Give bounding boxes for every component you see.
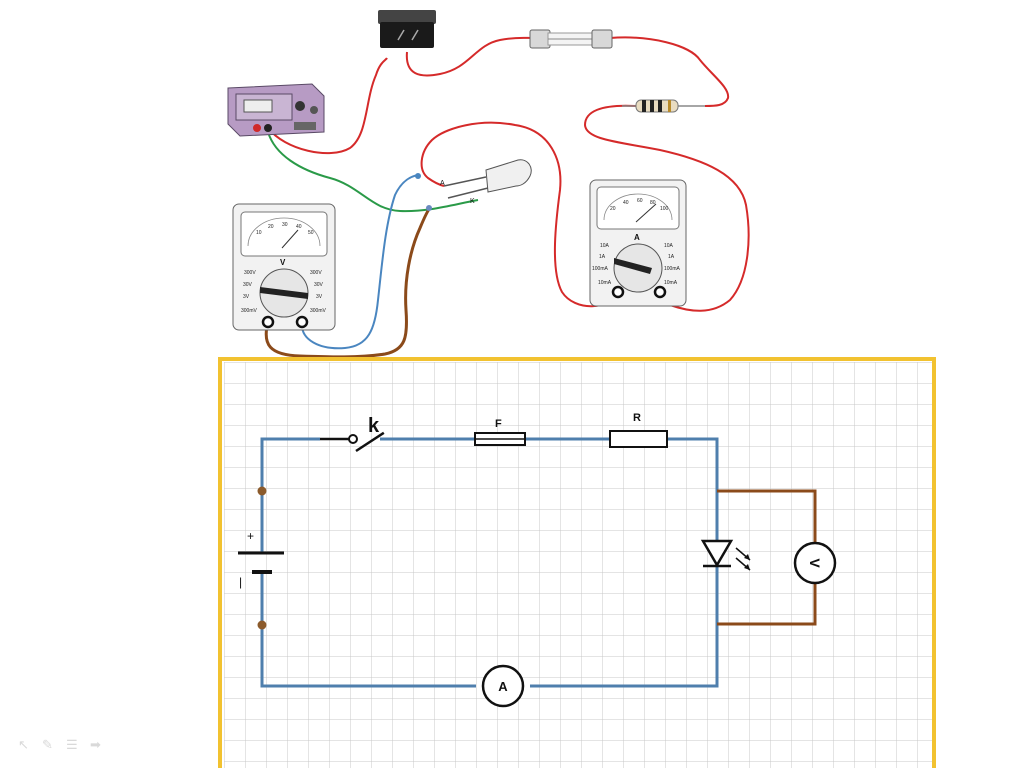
voltmeter-scale-5: 50 [308,230,314,236]
probe-clip-blue [415,173,421,179]
ammeter-range-knob [614,258,652,274]
voltmeter-terminal-1 [261,315,275,329]
next-icon[interactable]: ➡ [90,737,101,752]
ammeter-range-left-2: 1A [599,254,606,260]
voltmeter-scale-1: 10 [256,230,262,236]
ammeter-symbol-circle: A [481,664,525,708]
battery-node-top [257,486,267,496]
battery-minus-label: | [239,575,242,589]
voltmeter-needle [281,229,299,249]
wire-ammeter-battery [260,626,476,688]
voltmeter-lead-bottom [717,584,817,626]
voltmeter-symbol: V [280,258,286,267]
schematic-board: + | k F R [218,357,936,768]
switch-label: k [368,415,380,437]
pointer-icon[interactable]: ↖ [18,737,29,752]
voltmeter-range-left-2: 30V [243,282,253,288]
green-wire-supply-to-cathode [267,131,479,213]
pen-icon[interactable]: ✎ [42,737,53,752]
ammeter-range-right-3: 100mA [664,266,681,272]
red-wire-switch-to-fuse [405,36,533,77]
voltmeter-lead-top [717,489,817,542]
power-supply [227,83,325,137]
led-symbol [700,539,751,571]
probe-clip-brown [426,205,432,211]
voltmeter-range-right-3: 3V [316,294,323,300]
ammeter-range-right-2: 1A [668,254,675,260]
ammeter-terminal-2 [653,285,667,299]
resistor-symbol: R [609,412,668,448]
switch-symbol: k [320,415,385,453]
wire-led-ammeter [530,566,719,688]
led-anode-label: A [440,180,445,187]
voltmeter-range-knob [260,287,308,299]
schematic-ammeter-label: A [498,679,508,694]
glass-fuse [529,29,613,49]
battery-plus-label: + [247,529,254,543]
rocker-switch [378,10,436,48]
ammeter-terminal-1 [611,285,625,299]
battery-node-bottom [257,620,267,630]
voltmeter-range-right-1: 300V [310,270,322,276]
wiring-illustration: A K 10 20 30 40 50 V 300V 30V 3V 300mV 3… [227,10,750,359]
resistor-label: R [633,412,641,424]
ammeter-range-left-4: 10mA [598,280,612,286]
voltmeter-symbol-circle: V [793,541,837,585]
voltmeter-range-left-4: 300mV [241,308,258,314]
ammeter-symbol: A [634,233,640,242]
fuse-symbol: F [474,418,526,446]
voltmeter-range-left-1: 300V [244,270,256,276]
voltmeter-range-right-2: 30V [314,282,324,288]
voltmeter-device: 10 20 30 40 50 V 300V 30V 3V 300mV 300V … [232,203,336,331]
resistor-component [622,99,705,113]
fuse-label: F [495,418,502,430]
supply-positive-terminal [253,124,261,132]
red-wire-ammeter-to-led [420,121,619,308]
ammeter-scale-5: 100 [660,206,669,212]
voltmeter-scale-2: 20 [268,224,274,230]
ammeter-scale-3: 60 [637,198,643,204]
voltmeter-terminal-2 [295,315,309,329]
ammeter-scale-2: 40 [623,200,629,206]
ammeter-range-right-1: 10A [664,243,674,249]
ammeter-range-left-3: 100mA [592,266,609,272]
schematic-voltmeter-label: V [807,558,823,568]
brown-wire-voltmeter-probe [264,206,432,359]
wire-left-top [260,437,320,498]
wire-resistor-led [667,437,719,540]
ammeter-range-right-4: 10mA [664,280,678,286]
led-component: A K [415,159,532,211]
red-wire-supply-to-switch [267,57,388,155]
board-frame [218,357,936,768]
menu-icon[interactable]: ☰ [66,737,78,752]
ammeter-range-left-1: 10A [600,243,610,249]
ammeter-needle [635,203,657,223]
voltmeter-scale-3: 30 [282,222,288,228]
ammeter-scale-4: 80 [650,200,656,206]
ammeter-device: 20 40 60 80 100 A 10A 1A 100mA 10mA 10A … [589,179,687,307]
slide-toolbar: ↖ ✎ ☰ ➡ [18,738,104,752]
voltmeter-range-left-3: 3V [243,294,250,300]
red-wire-fuse-to-resistor [609,36,730,107]
supply-negative-terminal [264,124,272,132]
battery-symbol: + | [238,529,284,589]
voltmeter-scale-4: 40 [296,224,302,230]
ammeter-scale-1: 20 [610,206,616,212]
led-cathode-label: K [470,198,475,205]
blue-wire-voltmeter-probe [300,174,419,350]
voltmeter-range-right-4: 300mV [310,308,327,314]
